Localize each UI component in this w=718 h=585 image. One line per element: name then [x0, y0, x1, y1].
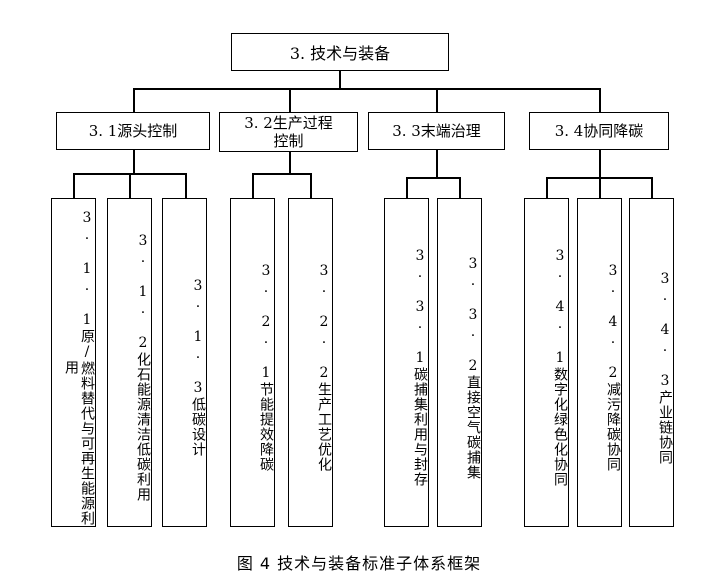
leaf-node: 3. 3. 2直接空气碳捕集: [437, 198, 482, 527]
connector: [289, 152, 291, 174]
connector: [599, 150, 601, 178]
leaf-label: 3. 3. 1碳捕集利用与封存: [412, 248, 428, 487]
leaf-node: 3. 3. 1碳捕集利用与封存: [384, 198, 429, 527]
leaf-label: 3. 4. 2减污降碳协同: [605, 263, 621, 472]
leaf-node: 3. 2. 1节能提效降碳: [230, 198, 275, 527]
connector: [459, 177, 461, 198]
leaf-node: 3. 1. 1原/燃料替代与可再生能源利用: [51, 198, 96, 527]
connector: [406, 177, 460, 179]
group-node-process-control: 3. 2生产过程 控制: [219, 112, 358, 152]
connector: [133, 88, 135, 112]
connector: [651, 177, 653, 198]
leaf-node: 3. 1. 2化石能源清洁低碳利用: [107, 198, 152, 527]
group-label-line: 控制: [273, 132, 304, 150]
group-node-source-control: 3. 1源头控制: [56, 112, 210, 150]
leaf-label: 3. 2. 1节能提效降碳: [258, 263, 274, 472]
root-node: 3. 技术与装备: [231, 33, 449, 71]
connector: [339, 71, 341, 89]
group-label: 3. 3末端治理: [392, 122, 481, 140]
leaf-label: 3. 1. 2化石能源清洁低碳利用: [135, 233, 151, 502]
group-node-synergy: 3. 4协同降碳: [529, 112, 669, 150]
leaf-node: 3. 4. 3产业链协同: [629, 198, 674, 527]
connector: [406, 177, 408, 198]
leaf-label: 3. 4. 3产业链协同: [657, 270, 673, 465]
connector: [133, 88, 599, 90]
leaf-label: 3. 1. 3低碳设计: [190, 278, 206, 457]
connector: [546, 177, 548, 198]
leaf-node: 3. 4. 1数字化绿色化协同: [524, 198, 569, 527]
leaf-node: 3. 4. 2减污降碳协同: [577, 198, 622, 527]
leaf-node: 3. 1. 3低碳设计: [162, 198, 207, 527]
connector: [252, 173, 311, 175]
connector: [252, 173, 254, 198]
leaf-label: 3. 2. 2生产工艺优化: [316, 263, 332, 472]
leaf-label: 3. 3. 2直接空气碳捕集: [465, 255, 481, 480]
connector: [599, 88, 601, 112]
connector: [599, 177, 601, 198]
leaf-label: 3. 1. 1原/燃料替代与可再生能源利用: [63, 209, 95, 526]
connector: [185, 173, 187, 198]
connector: [129, 173, 131, 198]
group-label-line: 3. 2生产过程: [244, 114, 333, 132]
connector: [289, 88, 291, 112]
leaf-node: 3. 2. 2生产工艺优化: [288, 198, 333, 527]
group-label: 3. 1源头控制: [88, 122, 178, 140]
connector: [310, 173, 312, 198]
connector: [436, 150, 438, 178]
connector: [133, 150, 135, 174]
connector: [73, 173, 75, 198]
group-node-end-treatment: 3. 3末端治理: [368, 112, 505, 150]
connector: [436, 88, 438, 112]
group-label: 3. 4协同降碳: [554, 122, 644, 140]
root-node-label: 3. 技术与装备: [289, 44, 391, 63]
leaf-label: 3. 4. 1数字化绿色化协同: [552, 248, 568, 487]
figure-caption: 图 4 技术与装备标准子体系框架: [236, 554, 482, 573]
